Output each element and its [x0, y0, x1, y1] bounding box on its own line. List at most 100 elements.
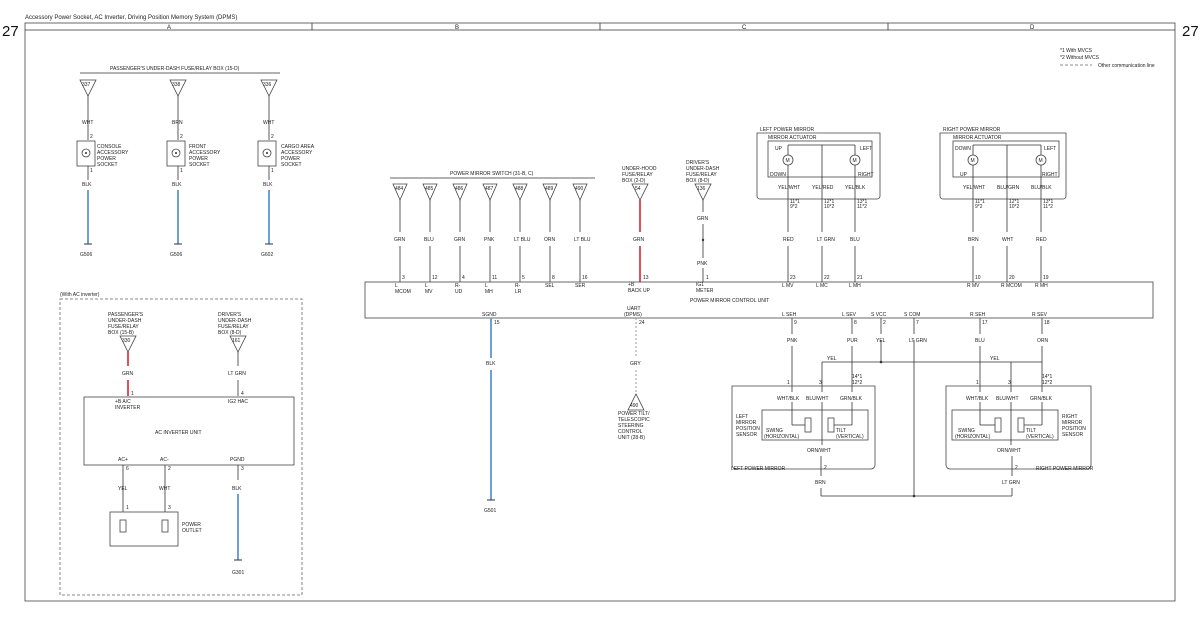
- svg-text:POWER: POWER: [182, 522, 201, 528]
- switch-connector: [392, 183, 408, 201]
- pin-number: 11: [492, 275, 497, 281]
- svg-text:TILT: TILT: [836, 428, 846, 434]
- svg-text:SENSOR: SENSOR: [736, 432, 758, 438]
- svg-text:Other communication line: Other communication line: [1098, 63, 1155, 69]
- svg-text:LEFT: LEFT: [736, 414, 748, 420]
- connector-number: 484: [395, 186, 404, 192]
- legend: *1 With MVCS *2 Without MVCS Other commu…: [1060, 48, 1155, 69]
- pin-label: L: [425, 283, 428, 289]
- pin-number: 21: [857, 275, 863, 281]
- svg-text:G506: G506: [80, 252, 92, 258]
- svg-text:FUSE/RELAY: FUSE/RELAY: [218, 324, 249, 330]
- svg-text:PASSENGER'S: PASSENGER'S: [108, 312, 144, 318]
- svg-text:*1 With MVCS: *1 With MVCS: [1060, 48, 1093, 54]
- svg-text:FUSE/RELAY: FUSE/RELAY: [622, 172, 653, 178]
- svg-text:1: 1: [180, 168, 183, 174]
- svg-text:POSITION: POSITION: [736, 426, 760, 432]
- wire-color: RED: [1036, 237, 1047, 243]
- svg-text:ORN/WHT: ORN/WHT: [807, 448, 831, 454]
- svg-text:M: M: [1039, 158, 1043, 164]
- svg-text:WHT/BLK: WHT/BLK: [777, 396, 800, 402]
- svg-text:15: 15: [494, 320, 500, 326]
- svg-text:MIRROR ACTUATOR: MIRROR ACTUATOR: [768, 135, 817, 141]
- svg-text:BOX (15-B): BOX (15-B): [108, 330, 134, 336]
- svg-text:*2 Without MVCS: *2 Without MVCS: [1060, 55, 1100, 61]
- svg-text:4: 4: [241, 391, 244, 397]
- svg-text:WHT: WHT: [82, 120, 93, 126]
- yel-bus: YEL YEL: [821, 340, 1042, 392]
- column-c: C: [742, 25, 747, 31]
- pin-number: 10: [975, 275, 981, 281]
- connector-number: 485: [425, 186, 434, 192]
- wire-color: ORN: [544, 237, 556, 243]
- svg-text:IG1: IG1: [696, 282, 704, 288]
- svg-text:RIGHT: RIGHT: [1062, 414, 1078, 420]
- pin-number: 7: [916, 320, 919, 326]
- column-a: A: [167, 25, 171, 31]
- scom-bus: [821, 340, 1012, 498]
- switch-connector: [542, 183, 558, 201]
- right-mirror-position-sensor: 1 3 14*1 12*2 WHT/BLK BLU/WHT GRN/BLK RI…: [945, 374, 1094, 496]
- pin-label: L MC: [816, 283, 828, 289]
- svg-text:SGND: SGND: [482, 312, 497, 318]
- svg-text:YEL: YEL: [990, 356, 1000, 362]
- pin-label: UD: [455, 289, 463, 295]
- column-b: B: [455, 25, 459, 31]
- wire-color: BLU/GRN: [997, 185, 1020, 191]
- pin-number: 17: [982, 320, 988, 326]
- svg-text:(VERTICAL): (VERTICAL): [1026, 434, 1054, 440]
- pin-number: 11*1: [790, 199, 800, 205]
- pin-number: 22: [824, 275, 830, 281]
- svg-text:(HORIZONTAL): (HORIZONTAL): [764, 434, 800, 440]
- svg-text:BLU/WHT: BLU/WHT: [996, 396, 1019, 402]
- uart-line: UART (DPMS) 24 GRY 490 POWER TILT/ TELES…: [618, 306, 650, 441]
- wire-color: LT GRN: [909, 338, 927, 344]
- cargo-socket: 336 WHT 2 CARGO AREA ACCESSORY POWER SOC…: [257, 79, 315, 258]
- svg-text:FUSE/RELAY: FUSE/RELAY: [108, 324, 139, 330]
- svg-text:13: 13: [643, 275, 649, 281]
- wire-color: YEL/BLK: [845, 185, 866, 191]
- svg-text:WHT: WHT: [263, 120, 274, 126]
- svg-text:BLU/WHT: BLU/WHT: [806, 396, 829, 402]
- svg-text:GRY: GRY: [630, 361, 641, 367]
- svg-text:MIRROR ACTUATOR: MIRROR ACTUATOR: [953, 135, 1002, 141]
- svg-text:POWER: POWER: [97, 156, 116, 162]
- svg-text:YEL: YEL: [118, 486, 128, 492]
- svg-text:POWER: POWER: [281, 156, 300, 162]
- connector-number: 489: [545, 186, 554, 192]
- svg-text:338: 338: [172, 82, 181, 88]
- pin-label: SER: [575, 283, 586, 289]
- underhood-fuse: UNDER-HOOD FUSE/RELAY BOX (2-D) 54 GRN 1…: [622, 166, 657, 294]
- wire-color: GRN: [454, 237, 466, 243]
- ac-inverter-unit-label: AC INVERTER UNIT: [155, 430, 202, 436]
- svg-text:RIGHT: RIGHT: [858, 172, 874, 178]
- pin-number: 12*1: [1009, 199, 1020, 205]
- svg-text:BLK: BLK: [263, 182, 273, 188]
- svg-text:14*1: 14*1: [1042, 374, 1053, 380]
- ac-inverter-section: (With AC inverter) PASSENGER'S UNDER-DAS…: [59, 292, 303, 596]
- wire-color: YEL/WHT: [963, 185, 985, 191]
- svg-text:POWER: POWER: [189, 156, 208, 162]
- svg-text:3: 3: [1008, 380, 1011, 386]
- pin-number: 23: [790, 275, 796, 281]
- svg-text:BLK: BLK: [82, 182, 92, 188]
- svg-text:WHT/BLK: WHT/BLK: [966, 396, 989, 402]
- pin-label: L SEV: [842, 312, 857, 318]
- svg-text:LEFT POWER MIRROR: LEFT POWER MIRROR: [760, 127, 814, 133]
- pin-number: 11*1: [975, 199, 985, 205]
- switch-connector: [572, 183, 588, 201]
- pin-label: S VCC: [871, 312, 887, 318]
- switch-wires: 484GRN3LMCOM485BLU12LMV486GRN4R-UD487PNK…: [392, 183, 591, 295]
- column-d: D: [1030, 25, 1035, 31]
- svg-text:MIRROR: MIRROR: [736, 420, 757, 426]
- svg-text:RIGHT POWER MIRROR: RIGHT POWER MIRROR: [943, 127, 1001, 133]
- svg-text:UART: UART: [627, 306, 641, 312]
- pin-number: 19: [1043, 275, 1049, 281]
- svg-text:SENSOR: SENSOR: [1062, 432, 1084, 438]
- svg-text:LT GRN: LT GRN: [1002, 480, 1020, 486]
- pin-label: R MV: [967, 283, 980, 289]
- control-unit-label: POWER MIRROR CONTROL UNIT: [690, 298, 769, 304]
- svg-text:G602: G602: [261, 252, 273, 258]
